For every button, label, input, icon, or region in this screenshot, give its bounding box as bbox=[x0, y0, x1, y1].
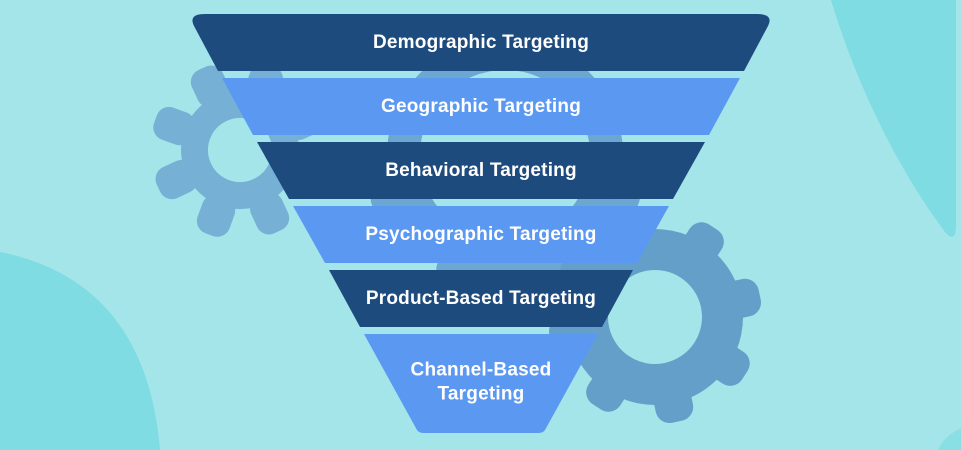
funnel-level-5-label: Product-Based Targeting bbox=[365, 288, 597, 310]
funnel-level-1-shape bbox=[192, 14, 770, 71]
bottom-left-blob bbox=[0, 252, 160, 450]
funnel-level-2-shape bbox=[222, 78, 740, 135]
funnel-level-6-shape bbox=[364, 334, 598, 433]
funnel-level-4-label: Psychographic Targeting bbox=[365, 224, 597, 246]
funnel-level-3-label: Behavioral Targeting bbox=[385, 160, 577, 182]
funnel-level-2-label: Geographic Targeting bbox=[380, 96, 582, 118]
top-right-blob bbox=[831, 0, 956, 237]
funnel-level-5-shape bbox=[329, 270, 633, 327]
funnel-level-4-shape bbox=[293, 206, 669, 263]
funnel-level-1-label: Demographic Targeting bbox=[372, 32, 590, 54]
funnel-level-3-shape bbox=[257, 142, 705, 199]
bottom-right-corner-blob bbox=[938, 428, 961, 450]
funnel-level-6-label: Channel-Based Targeting bbox=[410, 359, 552, 404]
